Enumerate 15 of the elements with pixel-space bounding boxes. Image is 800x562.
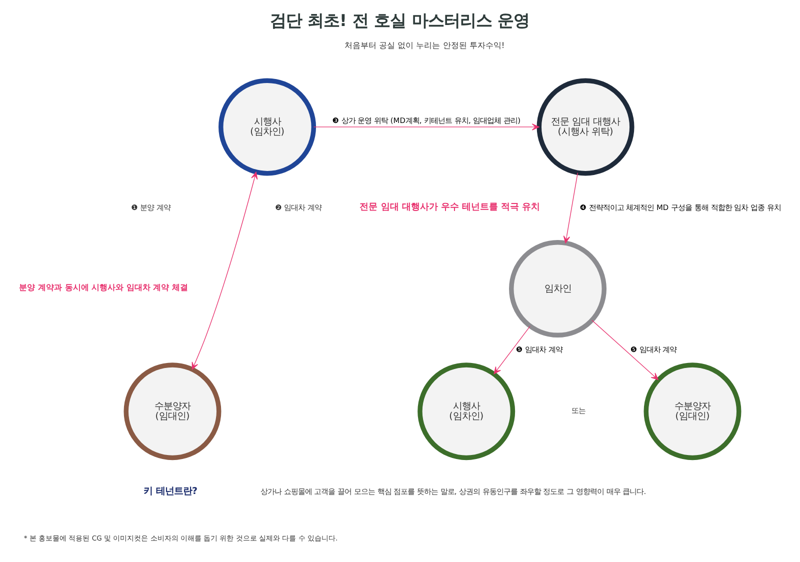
diagram-title: 검단 최초! 전 호실 마스터리스 운영 <box>269 10 530 30</box>
arrow <box>591 320 658 380</box>
node-circle: 시행사 (임차인) <box>417 362 515 460</box>
label: 전문 임대 대행사가 우수 테넌트를 적극 유치 <box>359 202 540 212</box>
arrow <box>312 124 539 130</box>
arrow <box>191 172 258 370</box>
node-circle: 임차인 <box>508 240 606 338</box>
node-circle: 전문 임대 대행사 (시행사 위탁) <box>536 78 634 176</box>
label: 분양 계약과 동시에 시행사와 임대차 계약 체결 <box>18 282 188 292</box>
node-circle: 수분양자 (임대인) <box>643 362 741 460</box>
label: 키 테넌트란? <box>143 486 198 498</box>
arrow <box>562 172 578 244</box>
label: 처음부터 공실 없이 누리는 안정된 투자수익! <box>344 40 504 50</box>
node-circle: 시행사 (임차인) <box>218 78 316 176</box>
arrow <box>493 326 530 374</box>
